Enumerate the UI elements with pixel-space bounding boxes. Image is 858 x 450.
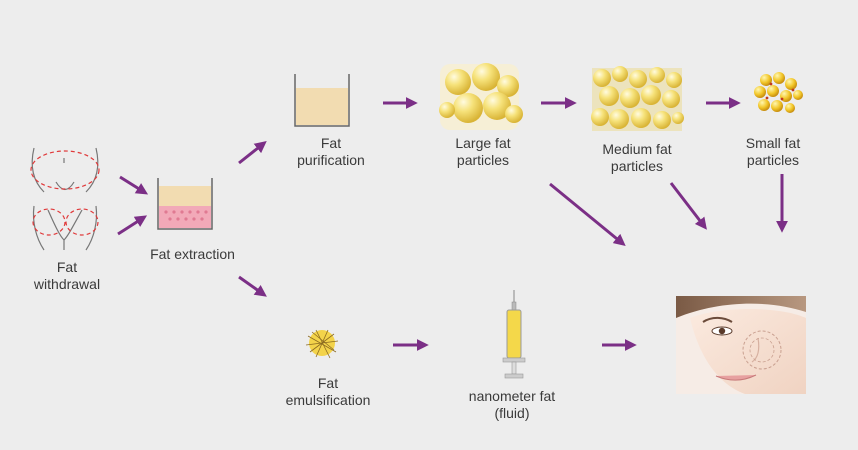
label-nanometer-fat: nanometer fat (fluid) <box>468 388 556 421</box>
emulsified-fat-icon <box>305 329 339 359</box>
thigh-icon <box>32 205 99 251</box>
label-medium-fat-particles: Medium fat particles <box>602 141 672 174</box>
label-fat-purification: Fat purification <box>297 135 365 168</box>
label-fat-withdrawal: Fat withdrawal <box>33 259 101 292</box>
arrow-medium-to-face <box>669 182 707 230</box>
small-fat-particles-icon <box>754 72 803 113</box>
syringe-icon <box>502 290 526 379</box>
arrow-large-to-face <box>549 182 626 247</box>
label-small-fat-particles: Small fat particles <box>745 135 801 168</box>
extraction-beaker-icon <box>157 178 213 230</box>
arrow-withdrawal-lower <box>117 215 148 236</box>
label-fat-emulsification: Fat emulsification <box>285 375 371 408</box>
arrow-withdrawal-upper <box>119 175 149 195</box>
large-fat-particles-icon <box>439 63 523 130</box>
face-icon <box>676 296 806 394</box>
abdomen-icon <box>30 147 100 193</box>
label-fat-extraction: Fat extraction <box>150 246 235 262</box>
arrow-to-purification <box>238 141 267 165</box>
arrow-to-emulsification <box>238 275 267 297</box>
label-large-fat-particles: Large fat particles <box>455 135 511 168</box>
purification-beaker-icon <box>294 74 350 127</box>
medium-fat-particles-icon <box>591 66 684 131</box>
